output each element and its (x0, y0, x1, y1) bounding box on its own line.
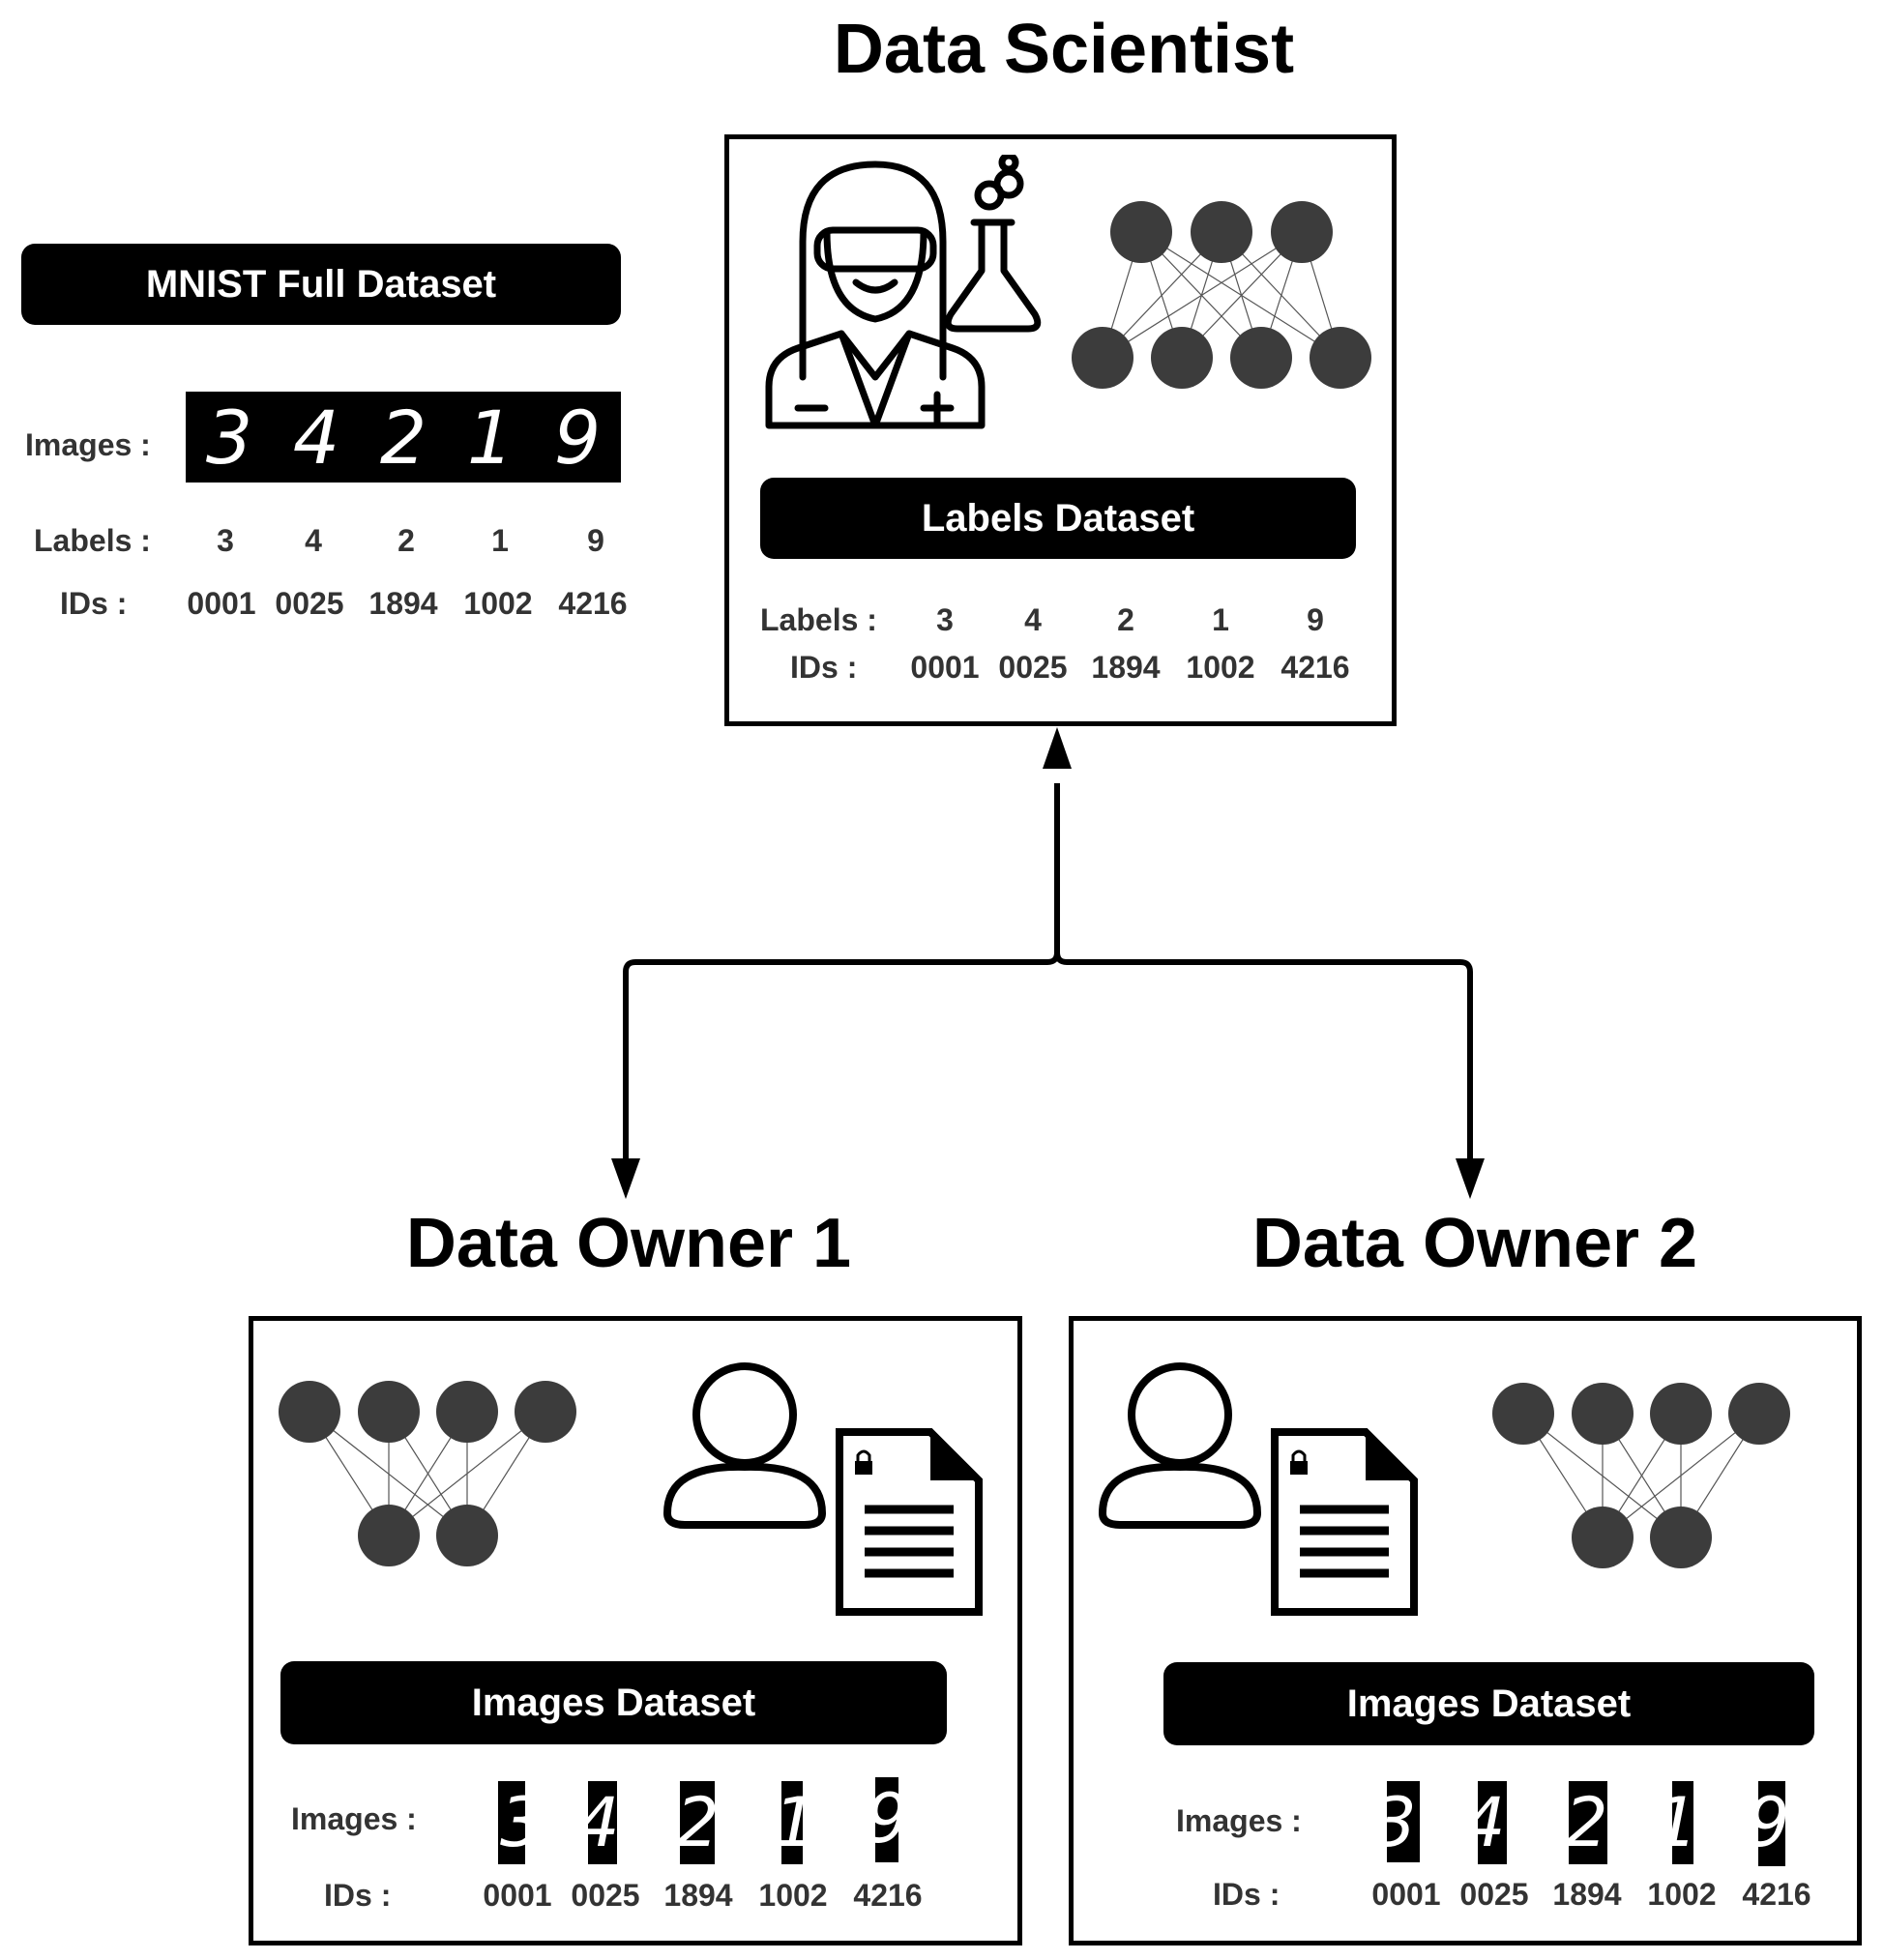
owner2-image-strip: 3 4 2 1 9 (1387, 1781, 1793, 1866)
owner1-image-strip: 3 4 2 1 9 (498, 1777, 904, 1866)
arrow-up-to-scientist (1043, 727, 1072, 769)
owner1-images-label: Images : (291, 1801, 417, 1836)
owner1-id-value: 4216 (853, 1878, 923, 1913)
full-id-value: 4216 (558, 586, 628, 621)
mnist-digit: 3 (205, 394, 253, 481)
owner2-id-value: 1002 (1647, 1877, 1717, 1912)
mnist-digit: 9 (553, 394, 602, 481)
full-label-value: 4 (305, 523, 322, 558)
scientist-id-value: 1894 (1091, 650, 1161, 685)
owner1-id-value: 1002 (758, 1878, 828, 1913)
full-id-value: 1894 (368, 586, 438, 621)
full-label-value: 1 (491, 523, 509, 558)
owner2-user-icon (1098, 1362, 1262, 1529)
owner2-id-value: 0001 (1371, 1877, 1441, 1912)
scientist-ids-label: IDs : (790, 650, 858, 685)
scientist-id-value: 0025 (998, 650, 1068, 685)
full-images-strip: 3 4 2 1 9 (186, 392, 621, 483)
owner1-neural-network-icon (279, 1381, 576, 1566)
mnist-digit-crop: 9 (1758, 1781, 1785, 1866)
mnist-digit-crop: 3 (498, 1781, 525, 1864)
scientist-neural-network-icon (1072, 201, 1371, 389)
scientist-id-value: 4216 (1281, 650, 1350, 685)
owner2-id-value: 1894 (1552, 1877, 1622, 1912)
mnist-digit-crop: 2 (680, 1781, 715, 1864)
owner1-locked-document-icon (836, 1428, 983, 1616)
owner1-ids-label: IDs : (324, 1878, 392, 1913)
owner2-ids-label: IDs : (1213, 1877, 1281, 1912)
mnist-digit: 2 (379, 394, 427, 481)
scientist-labels-label: Labels : (760, 602, 877, 637)
mnist-digit-crop: 9 (875, 1777, 898, 1862)
owner1-images-dataset-title: Images Dataset (280, 1661, 947, 1744)
owner2-id-value: 0025 (1459, 1877, 1529, 1912)
owner2-locked-document-icon (1271, 1428, 1418, 1616)
full-label-value: 3 (217, 523, 234, 558)
owner1-id-value: 0025 (571, 1878, 640, 1913)
mnist-digit-crop: 4 (1478, 1781, 1507, 1864)
scientist-label-value: 4 (1024, 602, 1042, 637)
owner2-neural-network-icon (1492, 1383, 1790, 1568)
full-id-value: 0025 (275, 586, 344, 621)
full-labels-label: Labels : (34, 523, 151, 558)
scientist-id-value: 0001 (910, 650, 980, 685)
owner2-images-dataset-title: Images Dataset (1163, 1662, 1814, 1745)
full-label-value: 9 (587, 523, 604, 558)
owner2-id-value: 4216 (1742, 1877, 1811, 1912)
mnist-digit-crop: 1 (781, 1781, 803, 1864)
owner1-id-value: 0001 (483, 1878, 552, 1913)
mnist-digit-crop: 3 (1387, 1781, 1420, 1862)
owner1-user-icon (662, 1362, 827, 1529)
labels-dataset-title: Labels Dataset (760, 478, 1356, 559)
scientist-icon (765, 155, 1042, 429)
full-label-value: 2 (397, 523, 415, 558)
data-owner-2-title: Data Owner 2 (1251, 1205, 1698, 1282)
full-images-label: Images : (25, 427, 151, 462)
mnist-digit-crop: 1 (1672, 1781, 1693, 1864)
owner1-id-value: 1894 (663, 1878, 733, 1913)
scientist-label-value: 1 (1212, 602, 1229, 637)
scientist-label-value: 9 (1307, 602, 1324, 637)
mnist-digit: 4 (292, 394, 340, 481)
mnist-digit-crop: 2 (1569, 1781, 1607, 1864)
arrow-down-to-owner2 (1456, 1158, 1485, 1199)
mnist-full-dataset-title: MNIST Full Dataset (21, 244, 621, 325)
full-id-value: 1002 (463, 586, 533, 621)
data-owner-1-title: Data Owner 1 (405, 1205, 852, 1282)
data-scientist-title: Data Scientist (833, 11, 1295, 88)
scientist-label-value: 3 (936, 602, 954, 637)
full-ids-label: IDs : (60, 586, 128, 621)
scientist-label-value: 2 (1117, 602, 1134, 637)
full-id-value: 0001 (187, 586, 256, 621)
owner2-images-label: Images : (1176, 1803, 1302, 1838)
mnist-digit-crop: 4 (588, 1781, 617, 1864)
mnist-digit: 1 (466, 394, 515, 481)
arrow-down-to-owner1 (611, 1158, 640, 1199)
scientist-id-value: 1002 (1186, 650, 1255, 685)
